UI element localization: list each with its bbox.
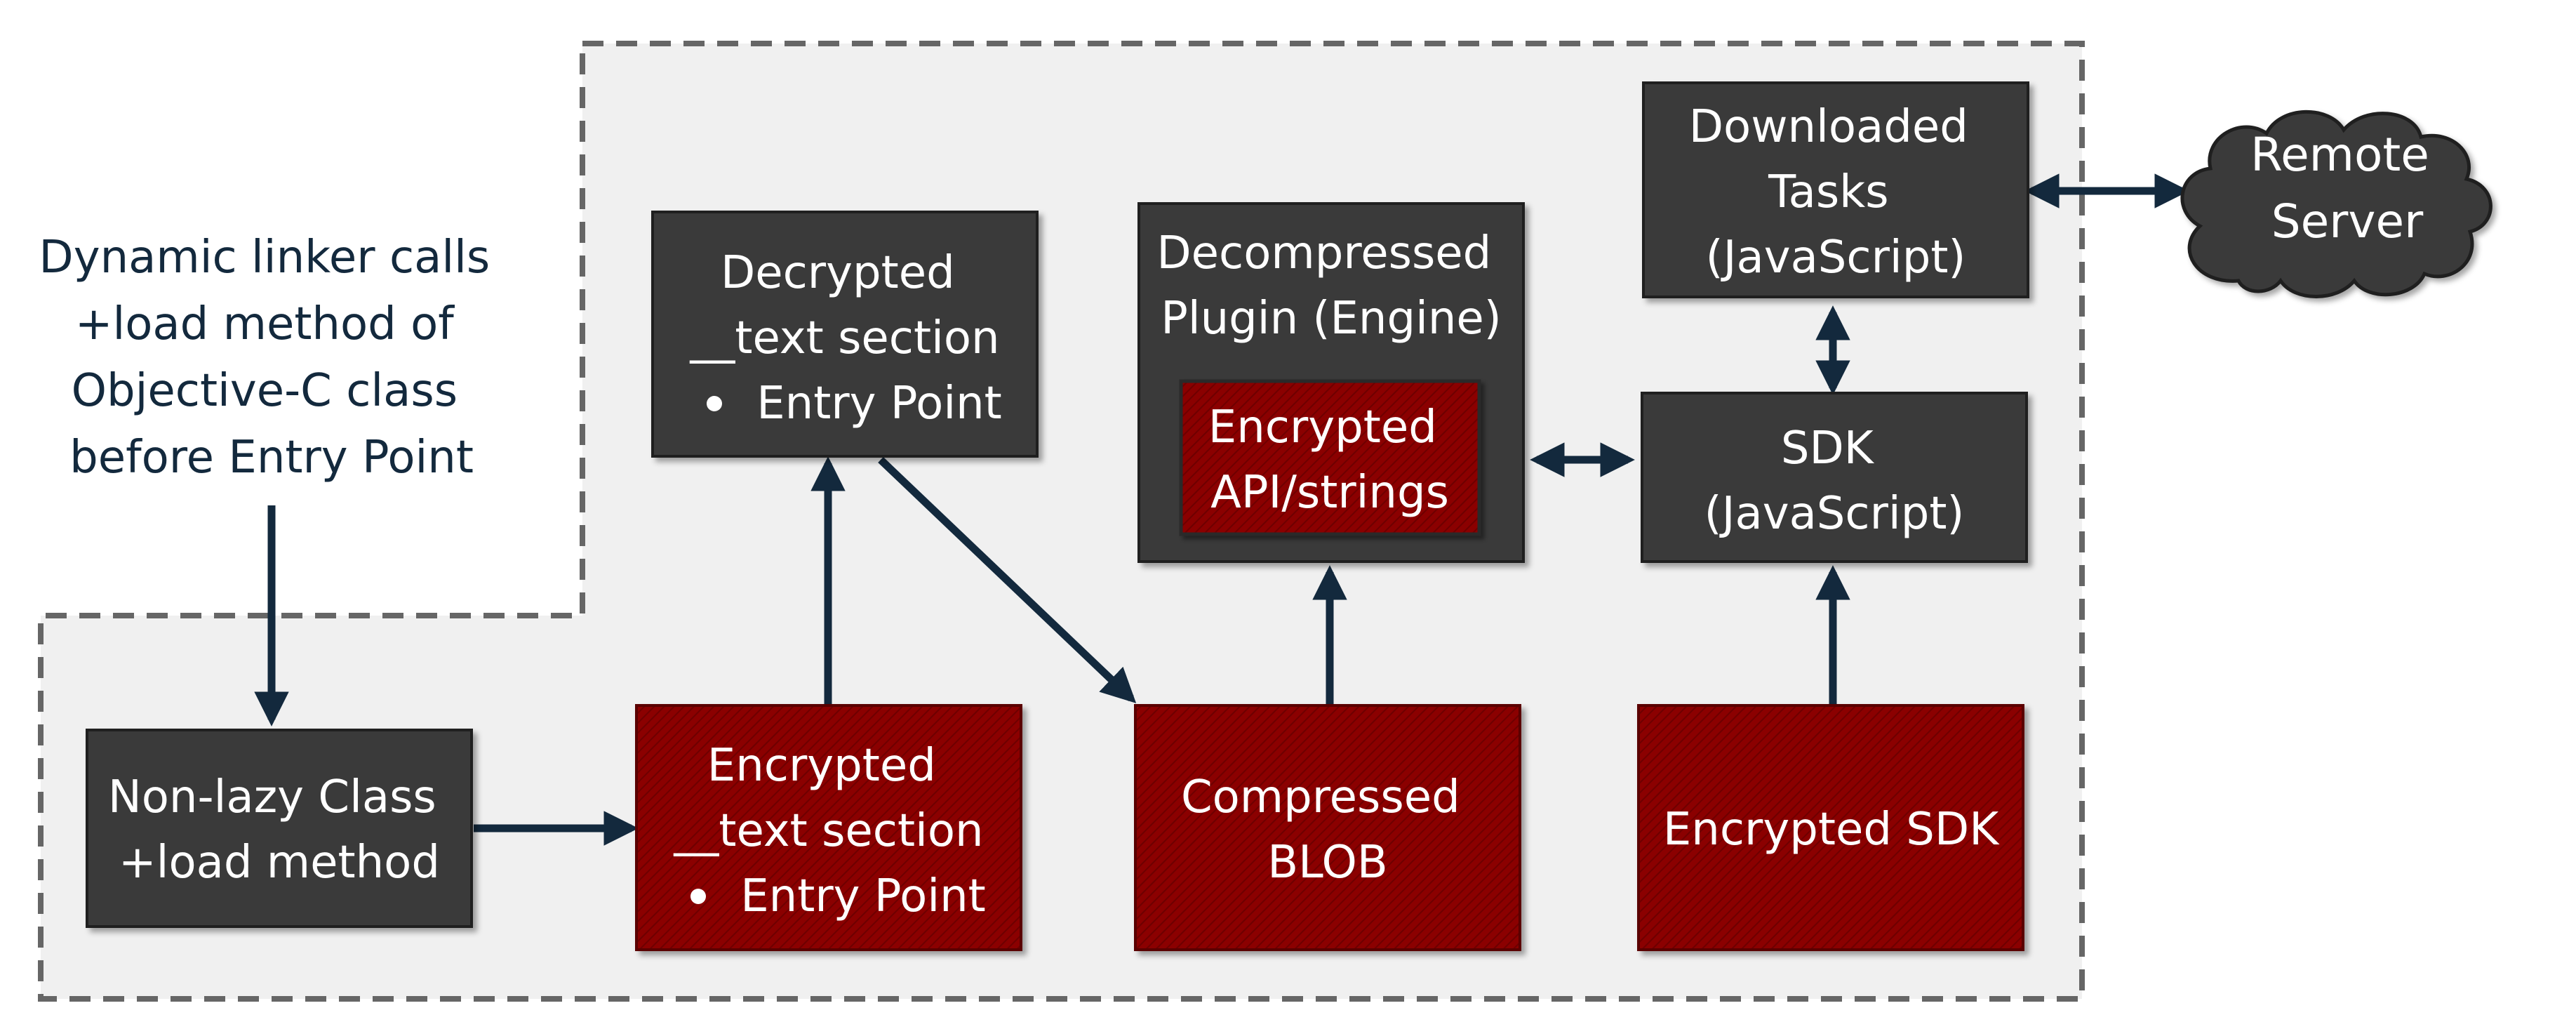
svg-text:Compressed BLOB: Compressed BLOB [1181,771,1474,889]
remote-server-cloud-icon: Remote Server [2180,110,2492,298]
decrypted-text-section-box: Decrypted __text section Entry Point [651,211,1039,458]
compressed-blob-box: Compressed BLOB [1134,704,1521,951]
svg-text:SDK (JavaScript): SDK (JavaScript) [1704,423,1965,540]
encrypted-text-section-box: Encrypted __text section Entry Point [635,704,1022,951]
svg-text:Decrypted __text section: Decrypted __text section [689,247,999,364]
arrows [254,173,2189,846]
entry-point-label: Entry Point [756,378,1002,430]
svg-text:Downloaded Tasks (: Downloaded Tasks (JavaScript) [1689,101,1982,284]
svg-text:Remote Server: Remote Server [2250,128,2444,248]
entry-point-label: Entry Point [740,870,986,922]
bullet-icon [707,396,722,411]
bullet-icon [690,889,706,904]
svg-text:Encrypted __text section: Encrypted __text section [673,740,983,857]
svg-text:Decompressed Plugin (Eng: Decompressed Plugin (Engine) [1156,227,1505,345]
arrow-decrypted-to-compressed-blob [878,457,1137,703]
svg-text:Encrypted API/strings: Encrypted API/strings [1208,402,1451,519]
downloaded-tasks-box: Downloaded Tasks (JavaScript) [1642,81,2029,298]
process-region [38,41,2085,1002]
encrypted-api-strings-box: Encrypted API/strings [1179,379,1481,536]
sdk-box: SDK (JavaScript) [1641,392,2028,563]
dynamic-linker-note: Dynamic linker calls +load method of Obj… [39,232,504,484]
svg-text:Encrypted SDK: Encrypted SDK [1663,804,2000,856]
encrypted-sdk-box: Encrypted SDK [1637,704,2024,951]
nonlazy-class-box: Non-lazy Class +load method [86,729,473,928]
svg-text:Non-lazy Class +load met: Non-lazy Class +load method [108,771,451,889]
